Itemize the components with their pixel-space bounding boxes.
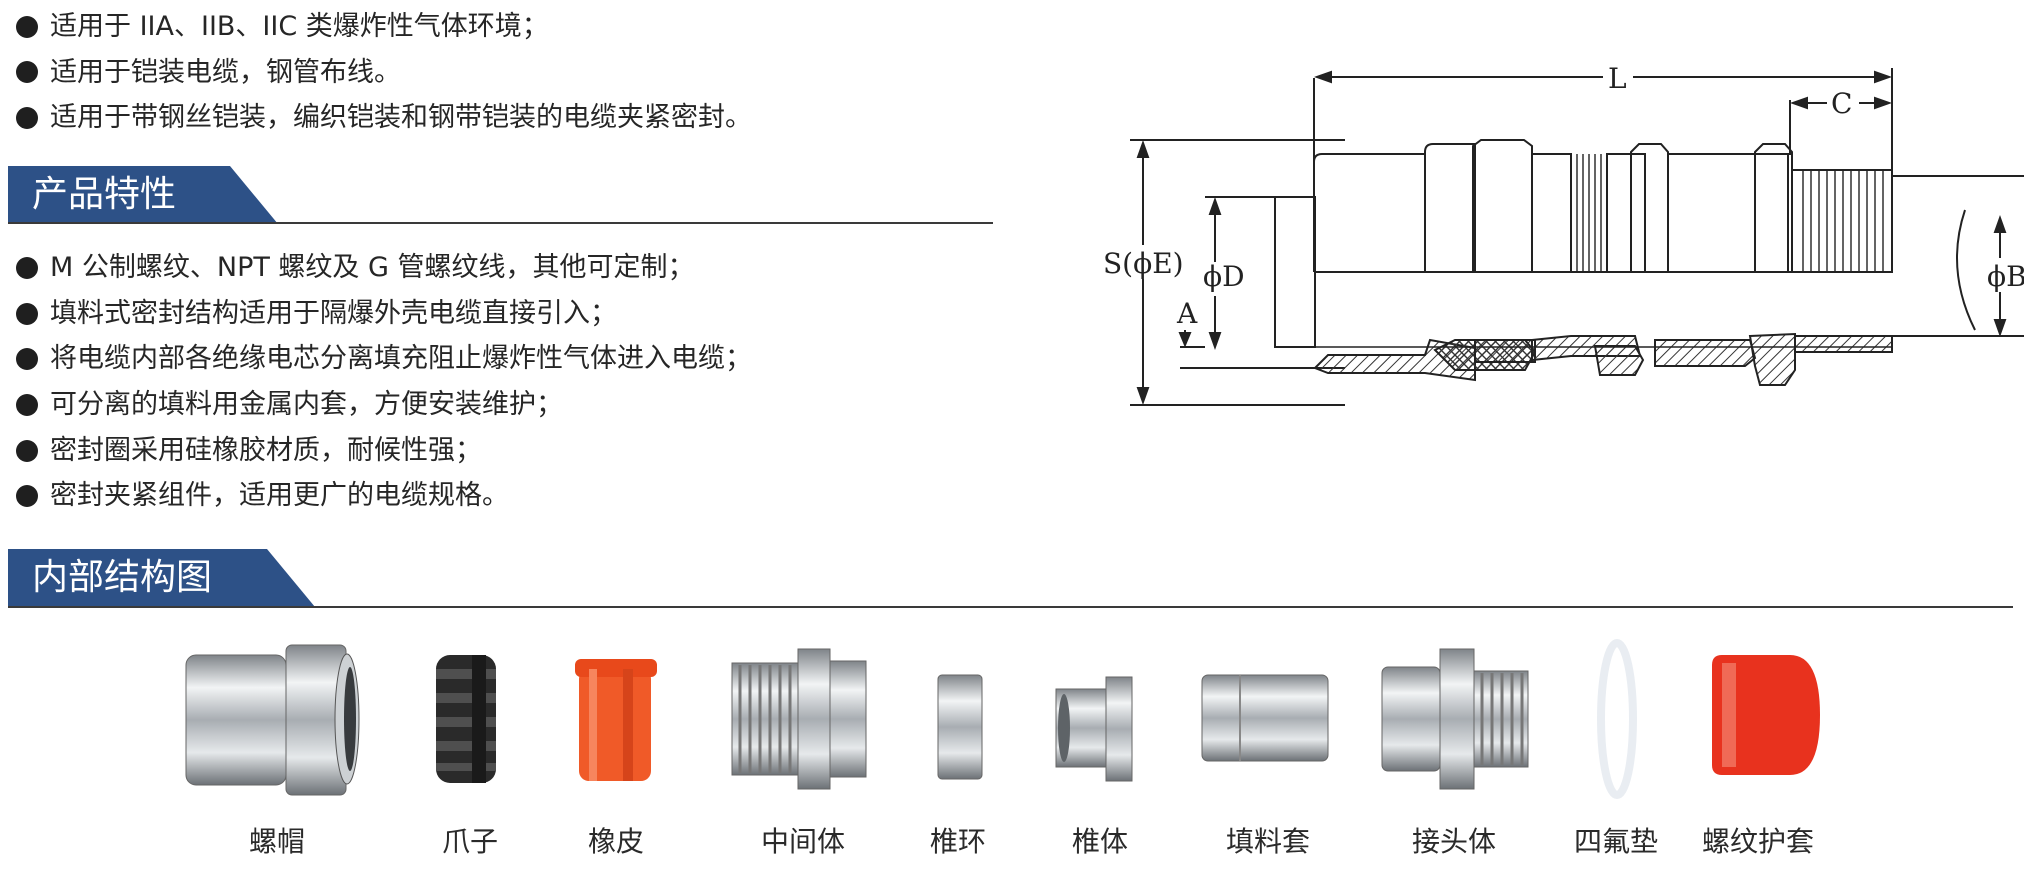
connector-body-part-image [1381,648,1529,790]
list-item: 密封夹紧组件，适用更广的电缆规格。 [14,473,752,519]
part-label: 椎体 [1071,825,1129,858]
cable-gland-drawing: L C S(ϕE) ϕD A ϕB [1101,60,2024,406]
nut-part-image [185,644,360,796]
list-item: 适用于铠装电缆，钢管布线。 [14,50,752,96]
part-label: 螺帽 [248,825,306,858]
packing-sleeve-part-image [1201,674,1329,762]
dimension-label-s: S(ϕE) [1103,247,1184,280]
features-title: 产品特性 [32,174,177,215]
dimension-label-b: ϕB [1987,260,2024,293]
features-list: M 公制螺纹、NPT 螺纹及 G 管螺纹线，其他可定制； 填料式密封结构适用于隔… [14,245,752,519]
part-label: 四氟垫 [1573,825,1659,858]
structure-title: 内部结构图 [32,557,213,598]
claw-part-image [436,655,496,783]
list-item: 密封圈采用硅橡胶材质，耐候性强； [14,428,752,474]
part-label: 爪子 [441,825,499,858]
list-item: 适用于带钢丝铠装，编织铠装和钢带铠装的电缆夹紧密封。 [14,95,752,141]
ptfe-washer-part-image [1597,639,1637,799]
dimension-label-l: L [1608,62,1627,95]
middle-body-part-image [731,648,867,790]
list-item: M 公制螺纹、NPT 螺纹及 G 管螺纹线，其他可定制； [14,245,752,291]
part-label: 中间体 [760,825,846,858]
section-divider [8,222,993,224]
dimension-label-d: ϕD [1203,260,1245,293]
list-item: 可分离的填料用金属内套，方便安装维护； [14,382,752,428]
structure-tab: 内部结构图 [8,549,315,607]
thread-cover-part-image [1712,655,1820,775]
list-item: 将电缆内部各绝缘电芯分离填充阻止爆炸性气体进入电缆； [14,336,752,382]
section-divider [8,606,2013,608]
part-label: 橡皮 [587,825,645,858]
cone-ring-part-image [937,674,983,780]
list-item: 适用于 IIA、IIB、IIC 类爆炸性气体环境； [14,4,752,50]
cone-body-part-image [1055,676,1133,782]
dimension-label-a: A [1176,297,1198,330]
part-label: 填料套 [1225,825,1311,858]
dimension-label-c: C [1831,87,1852,120]
part-label: 接头体 [1411,825,1497,858]
rubber-part-image [575,659,657,781]
features-tab: 产品特性 [8,166,278,224]
applications-list: 适用于 IIA、IIB、IIC 类爆炸性气体环境； 适用于铠装电缆，钢管布线。 … [14,4,752,141]
list-item: 填料式密封结构适用于隔爆外壳电缆直接引入； [14,291,752,337]
part-label: 椎环 [929,825,987,858]
part-label: 螺纹护套 [1701,825,1815,858]
